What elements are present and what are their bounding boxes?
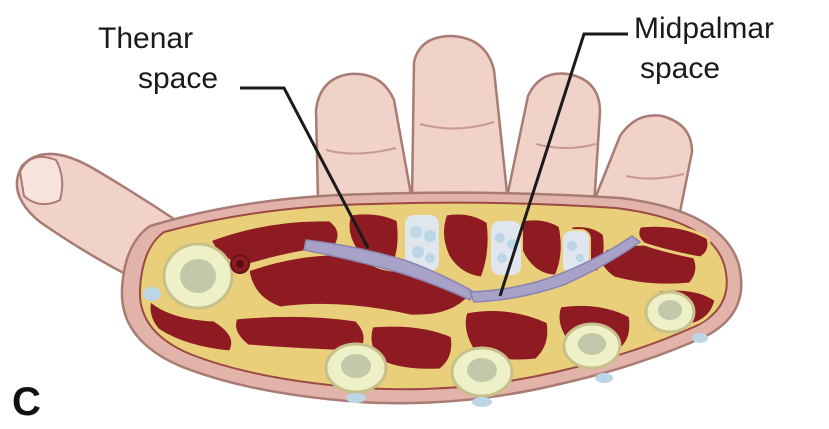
- midpalmar-space-label-line1: Midpalmar: [634, 12, 774, 46]
- metacarpal-thumb: [164, 244, 232, 308]
- midpalmar-space-label-line2: space: [640, 52, 720, 86]
- middle-finger: [412, 36, 508, 202]
- ring-finger: [506, 73, 600, 206]
- panel-letter: C: [12, 380, 41, 425]
- metacarpal-ring: [564, 324, 620, 368]
- metacarpal-index: [326, 344, 386, 392]
- thumbnail: [20, 157, 62, 204]
- metacarpal-little: [646, 292, 694, 332]
- index-finger: [316, 74, 412, 200]
- fingers: [316, 36, 692, 212]
- metacarpal-middle: [452, 348, 512, 396]
- thenar-space-label-line1: Thenar: [98, 22, 193, 56]
- thenar-space-label-line2: space: [138, 62, 218, 96]
- tendon-bundle-2: [490, 220, 522, 276]
